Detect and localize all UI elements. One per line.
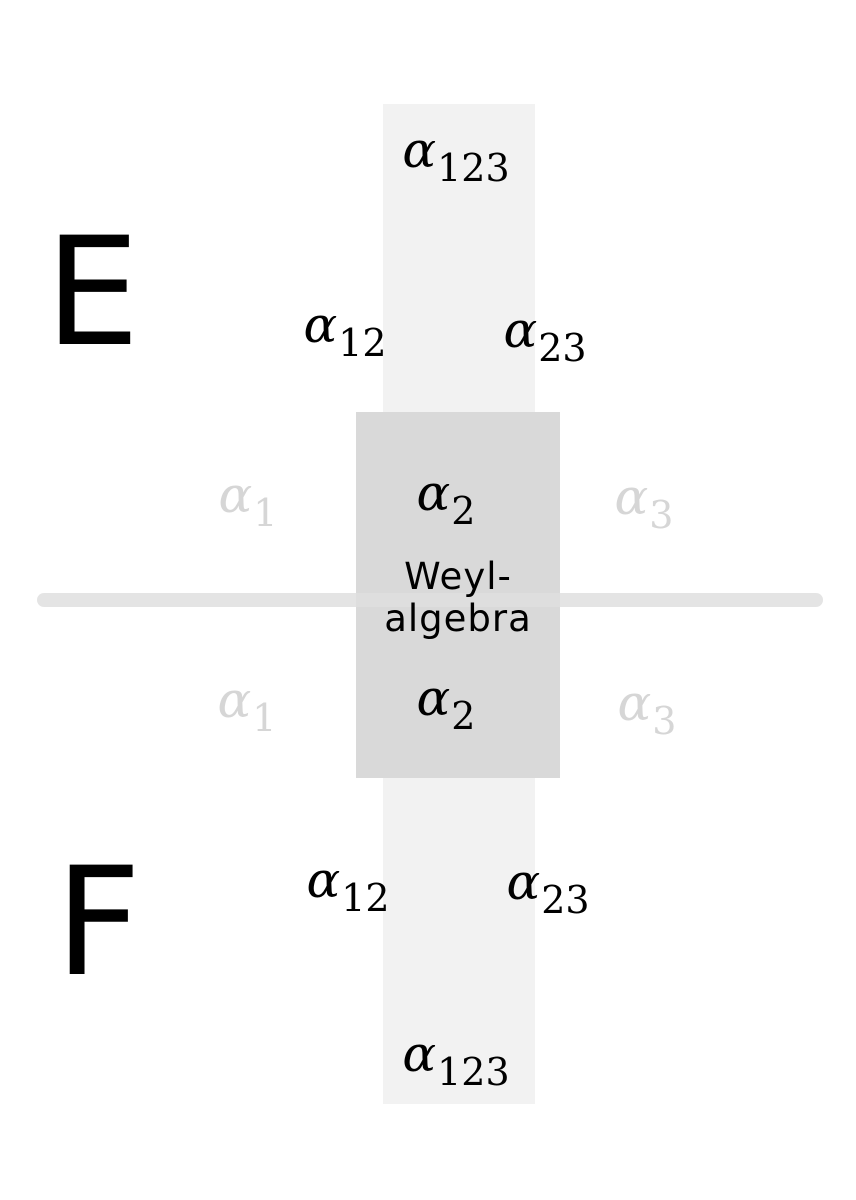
root-alpha-1-bottom: α1: [217, 671, 277, 740]
weyl-algebra-line-1: Weyl-: [404, 555, 512, 598]
root-alpha-123-top: α123: [402, 121, 510, 190]
root-alpha-2-top: α2: [416, 464, 476, 533]
root-alpha-3-top: α3: [614, 468, 674, 537]
root-alpha-23-bottom: α23: [506, 853, 590, 922]
root-alpha-12-top: α12: [303, 296, 387, 365]
root-alpha-2-bottom: α2: [416, 669, 476, 738]
root-alpha-1-top: α1: [218, 466, 278, 535]
root-alpha-12-bottom: α12: [306, 851, 390, 920]
root-alpha-3-bottom: α3: [617, 674, 677, 743]
weyl-algebra-label: Weyl- algebra: [384, 556, 532, 640]
root-alpha-123-bottom: α123: [402, 1025, 510, 1094]
label-f: F: [55, 836, 142, 1010]
label-e: E: [45, 206, 140, 380]
root-alpha-23-top: α23: [503, 301, 587, 370]
weyl-algebra-line-2: algebra: [384, 597, 532, 640]
